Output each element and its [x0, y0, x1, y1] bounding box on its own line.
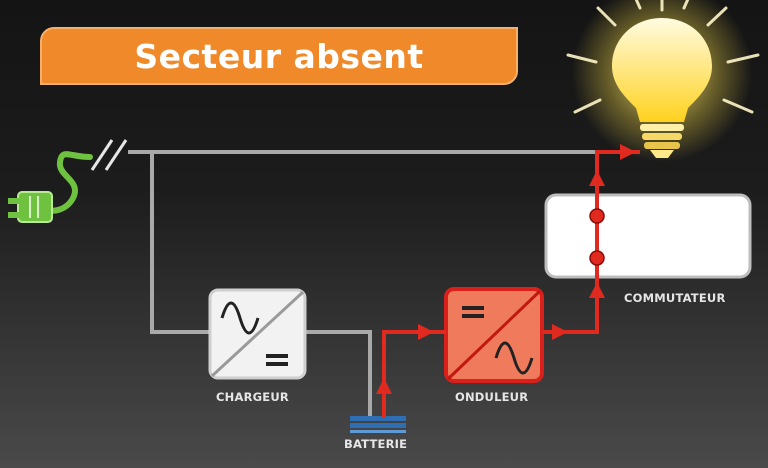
charger-block — [208, 288, 307, 380]
light-bulb-icon — [566, 0, 760, 162]
title-text: Secteur absent — [134, 36, 424, 76]
battery-icon — [350, 416, 406, 433]
inverter-label: ONDULEUR — [455, 390, 529, 404]
plug-icon — [8, 151, 93, 223]
sine-wave-icon — [494, 341, 534, 375]
dc-equals-icon — [462, 306, 484, 318]
inverter-block — [444, 287, 544, 383]
battery-label: BATTERIE — [344, 437, 408, 451]
mains-break-symbol — [90, 139, 128, 171]
flow-arrows — [376, 144, 636, 394]
sine-wave-icon — [220, 301, 260, 335]
mains-wire — [128, 150, 600, 418]
charger-label: CHARGEUR — [216, 390, 289, 404]
switch-label: COMMUTATEUR — [624, 291, 726, 305]
switch-contacts — [589, 208, 605, 266]
title-banner: Secteur absent — [40, 27, 518, 85]
switch-box — [544, 193, 752, 279]
dc-equals-icon — [266, 354, 288, 366]
